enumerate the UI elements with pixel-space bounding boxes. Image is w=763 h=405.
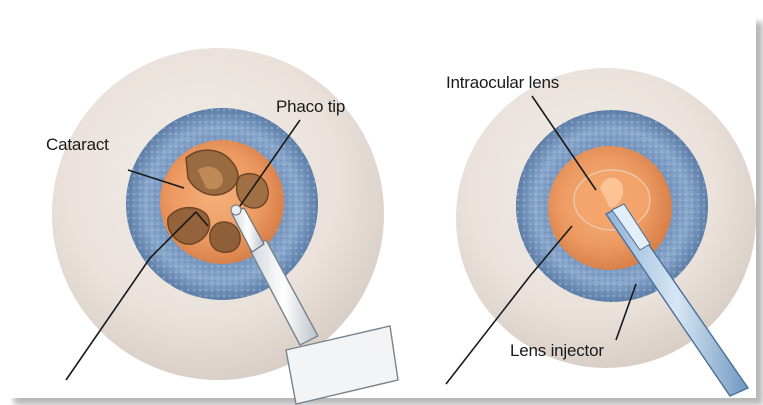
phaco-tip-label: Phaco tip: [276, 97, 345, 116]
intraocular-lens-label: Intraocular lens: [446, 73, 559, 92]
lens-injector-label: Lens injector: [510, 341, 604, 360]
cataract-label: Cataract: [46, 135, 109, 154]
